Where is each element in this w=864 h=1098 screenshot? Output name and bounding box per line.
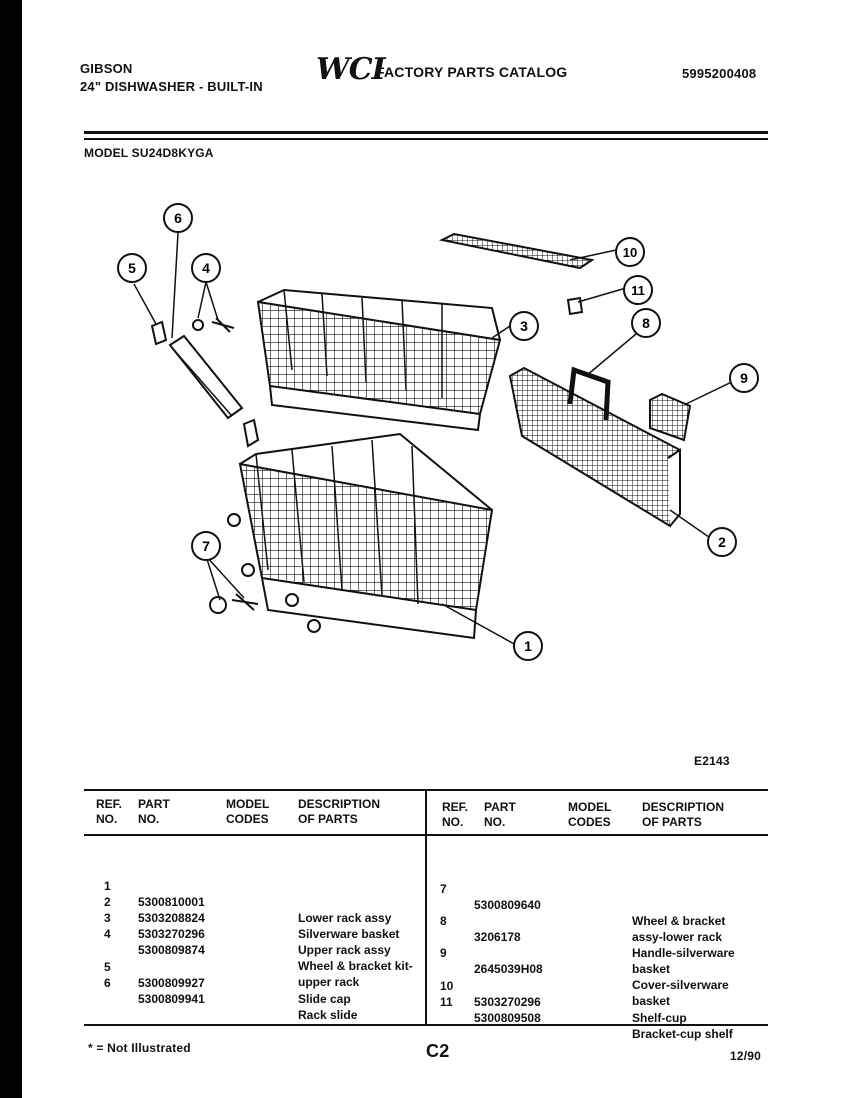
svg-text:5: 5 [128, 260, 136, 276]
header-rule-thin [84, 138, 768, 140]
catalog-title: FACTORY PARTS CATALOG [376, 64, 568, 80]
table-row: 11 5300809508 Bracket-cup shelf [440, 995, 733, 1041]
col-model-right: MODEL CODES [568, 800, 612, 829]
col-part-right: PART NO. [484, 800, 516, 829]
cup-shelf [438, 232, 595, 270]
col-model-left: MODEL CODES [226, 797, 270, 826]
table-row: 5 5300809927 Slide cap [104, 960, 351, 1006]
svg-text:1: 1 [524, 638, 532, 654]
table-header-rule [84, 834, 768, 836]
col-ref-right: REF. NO. [442, 800, 469, 829]
callout-3: 3 [509, 311, 539, 341]
table-row: 6 5300809941 Rack slide [104, 976, 358, 1022]
col-desc-left: DESCRIPTION OF PARTS [298, 797, 381, 826]
col-desc-right: DESCRIPTION OF PARTS [642, 800, 725, 829]
callout-4: 4 [191, 253, 221, 283]
table-row: 9 2645039H08 Cover-silverware basket [440, 946, 729, 1008]
svg-text:4: 4 [202, 260, 210, 276]
callout-11: 11 [623, 275, 653, 305]
callout-5: 5 [117, 253, 147, 283]
silverware-basket [508, 366, 682, 528]
callout-9: 9 [729, 363, 759, 393]
svg-text:9: 9 [740, 370, 748, 386]
lower-rack [227, 432, 494, 640]
table-row: 2 5303208824 Silverware basket [104, 895, 400, 941]
svg-text:11: 11 [631, 283, 645, 298]
callout-8: 8 [631, 308, 661, 338]
svg-text:8: 8 [642, 315, 650, 331]
callout-2: 2 [707, 527, 737, 557]
slide-cap [150, 320, 168, 346]
leader-lines [133, 232, 741, 646]
col-ref-left: REF. NO. [96, 797, 123, 826]
basket-cover [649, 392, 692, 442]
table-row: 7 5300809640 Wheel & bracket assy-lower … [440, 882, 726, 944]
callout-6: 6 [163, 203, 193, 233]
catalog-number: 5995200408 [682, 66, 757, 81]
table-row: 4 5300809874 Wheel & bracket kit- upper … [104, 927, 413, 989]
svg-text:2: 2 [718, 534, 726, 550]
wci-logo: WCI [316, 52, 386, 87]
parts-diagram: 6 5 4 10 11 3 8 9 2 7 1 [117, 203, 759, 661]
header-rule-thick [84, 131, 768, 134]
callout-10: 10 [615, 237, 645, 267]
diagram-code: E2143 [694, 754, 730, 768]
lower-rack-wheel [209, 593, 259, 614]
product-line: 24" DISHWASHER - BUILT-IN [80, 79, 263, 94]
table-row: 10 5303270296 Shelf-cup [440, 979, 687, 1025]
svg-text:10: 10 [623, 245, 637, 260]
revision-date: 12/90 [730, 1049, 762, 1063]
page-number: C2 [426, 1041, 450, 1061]
table-row: 1 5300810001 Lower rack assy [104, 879, 392, 925]
col-part-left: PART NO. [138, 797, 170, 826]
upper-rack-wheel [192, 317, 235, 333]
table-row: 3 5303270296 Upper rack assy [104, 911, 391, 957]
upper-rack [256, 288, 502, 432]
svg-text:6: 6 [174, 210, 182, 226]
footnote: * = Not Illustrated [88, 1041, 191, 1055]
catalog-page: GIBSON 24" DISHWASHER - BUILT-IN WCI FAC… [22, 0, 864, 1098]
cup-shelf-bracket [566, 296, 584, 316]
svg-text:3: 3 [520, 318, 528, 334]
callout-7: 7 [191, 531, 221, 561]
svg-text:7: 7 [202, 538, 210, 554]
table-row: 8 3206178 Handle-silverware basket [440, 914, 735, 976]
table-bottom-rule [84, 1024, 768, 1026]
model-line: MODEL SU24D8KYGA [84, 146, 214, 160]
rack-slide [168, 334, 260, 448]
table-divider [425, 789, 427, 1025]
callout-1: 1 [513, 631, 543, 661]
brand-name: GIBSON [80, 61, 133, 76]
